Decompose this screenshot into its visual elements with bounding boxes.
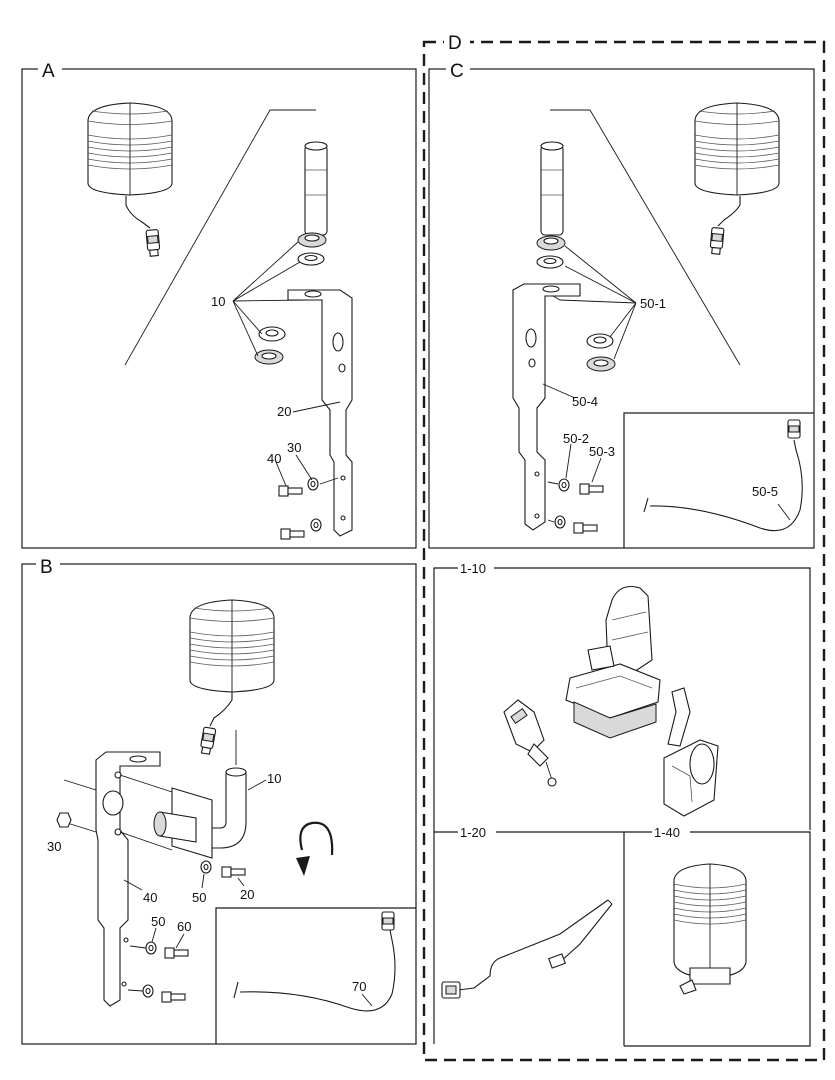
callout-b-50-lower: 50 (151, 914, 165, 929)
panel-1-40: 1-40 (624, 825, 811, 1047)
section-a-label: A (42, 61, 55, 82)
callout-d-1-40: 1-40 (654, 825, 680, 840)
washer-b-50-lower-1 (145, 941, 157, 955)
panel-1-20: 1-20 (434, 825, 625, 1046)
bracket (287, 289, 353, 537)
bolt-upper (278, 485, 303, 497)
washer-lower (310, 518, 322, 532)
beacon-cable (125, 196, 151, 229)
section-d-frame: D (422, 30, 826, 1062)
callout-b-50-upper: 50 (192, 890, 206, 905)
seat-belt-buckle (503, 699, 557, 787)
section-b-label: B (40, 557, 53, 578)
plug-connector (709, 226, 725, 255)
washer-lower (554, 515, 566, 529)
cable-inset: 70 (215, 907, 416, 1044)
mount-plate (95, 751, 161, 1007)
section-c-label: C (450, 61, 464, 82)
section-b: B 10 (21, 554, 417, 1045)
beacon-lamp (189, 599, 275, 693)
nut-washer-top (536, 235, 566, 269)
mount-tube (540, 141, 564, 236)
mount-tube (304, 141, 328, 236)
cable-inset: 50-5 (623, 412, 814, 548)
callout-c-50-1: 50-1 (640, 296, 666, 311)
callout-d-1-10: 1-10 (460, 561, 486, 576)
washers-lower (586, 333, 616, 372)
bolt-lower (280, 528, 305, 540)
callout-a-10: 10 (211, 294, 225, 309)
callout-a-30: 30 (287, 440, 301, 455)
callout-a-20: 20 (277, 404, 291, 419)
beacon-lamp (694, 102, 780, 196)
nut-30 (56, 812, 72, 828)
plug-connector (199, 726, 217, 756)
callout-a-40: 40 (267, 451, 281, 466)
panel-1-10: 1-10 (433, 561, 811, 1044)
operator-seat (565, 585, 661, 739)
bolt-lower (573, 522, 598, 534)
nut-washer-top (297, 232, 327, 266)
callout-c-50-2: 50-2 (563, 431, 589, 446)
seat-belt-retractor (663, 687, 719, 817)
wire-harness (441, 899, 613, 999)
washers-lower (254, 326, 286, 365)
section-d-label: D (448, 33, 462, 54)
callout-b-10: 10 (267, 771, 281, 786)
bolt-b-20 (221, 866, 246, 878)
bracket (512, 283, 581, 531)
callout-c-50-3: 50-3 (589, 444, 615, 459)
callout-c-50-4: 50-4 (572, 394, 598, 409)
washer-upper (307, 477, 319, 491)
plug-connector (787, 419, 801, 439)
beacon-lamp (87, 102, 173, 196)
callout-d-1-20: 1-20 (460, 825, 486, 840)
callout-b-70: 70 (352, 979, 366, 994)
callout-b-30: 30 (47, 839, 61, 854)
section-c: C 50-1 (428, 58, 815, 549)
rotation-arrow-icon (296, 821, 334, 876)
clamp-bracket (153, 787, 213, 859)
plug-connector (145, 228, 161, 257)
beacon-cable (209, 692, 233, 727)
washer-upper (558, 478, 570, 492)
bolt-b-60-1 (164, 947, 189, 959)
beacon-cable (717, 196, 741, 227)
section-a: A (21, 58, 417, 549)
callout-b-20: 20 (240, 887, 254, 902)
washer-b-50-lower-2 (142, 984, 154, 998)
callout-c-50-5: 50-5 (752, 484, 778, 499)
bolt-upper (579, 483, 604, 495)
washer-b-50-upper (200, 860, 212, 874)
callout-b-40: 40 (143, 890, 157, 905)
callout-b-60: 60 (177, 919, 191, 934)
plug-connector (381, 911, 395, 931)
bolt-b-60-2 (161, 991, 186, 1003)
beacon-lamp-magnetic (673, 863, 747, 995)
